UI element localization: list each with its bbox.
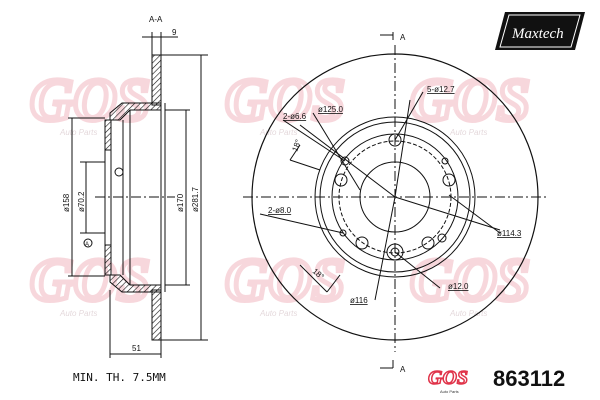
callout-wheel-holes: 5-ø12.7 <box>427 85 455 94</box>
watermark-gos: GOS <box>30 67 150 133</box>
watermark-gos: GOS <box>410 67 530 133</box>
watermark-sub: Auto Parts <box>259 309 297 318</box>
watermark-sub: Auto Parts <box>59 309 97 318</box>
dim-height: 51 <box>132 344 141 353</box>
watermark-sub: Auto Parts <box>449 128 487 137</box>
callout-threaded-holes: 2-ø8.0 <box>268 206 292 215</box>
dim-hat: ø170 <box>176 193 185 212</box>
gos-logo: GOS Auto Parts <box>427 366 469 394</box>
part-number: 863112 <box>493 366 565 391</box>
gos-logo-text: GOS <box>428 367 468 389</box>
min-thickness-note: MIN. TH. 7.5MM <box>73 371 166 384</box>
section-title: A-A <box>149 15 163 24</box>
watermark-gos: GOS <box>30 247 150 313</box>
callout-pcd-threaded: ø116 <box>350 296 368 305</box>
dim-thickness: 9 <box>172 28 177 37</box>
callout-angle-top: 18° <box>290 138 303 152</box>
front-view: A A <box>243 32 548 374</box>
gos-logo-sub: Auto Parts <box>440 389 459 394</box>
dim-outer: ø281.7 <box>191 187 200 212</box>
section-marker-bottom: A <box>400 365 406 374</box>
watermark-sub: Auto Parts <box>59 128 97 137</box>
datum-marker: A <box>85 242 89 248</box>
watermark-gos: GOS <box>225 67 345 133</box>
maxtech-logo: Maxtech <box>495 12 585 50</box>
wheel-holes <box>334 133 456 261</box>
callout-small-holes: 2-ø6.6 <box>283 112 307 121</box>
dim-center-bore: ø70.2 <box>77 191 86 212</box>
section-marker-top: A <box>400 33 406 42</box>
watermark-sub: Auto Parts <box>259 128 297 137</box>
maxtech-logo-text: Maxtech <box>511 26 564 42</box>
section-view: A-A 9 ø158 ø70.2 <box>62 15 208 358</box>
watermark-sub: Auto Parts <box>449 309 487 318</box>
callout-pcd-wheel: ø114.3 <box>497 229 522 238</box>
watermark-gos: GOS <box>225 247 345 313</box>
dim-hub-outer: ø158 <box>62 193 71 212</box>
callout-hole-alt: ø12.0 <box>448 282 469 291</box>
callout-pcd-small: ø125.0 <box>318 105 343 114</box>
